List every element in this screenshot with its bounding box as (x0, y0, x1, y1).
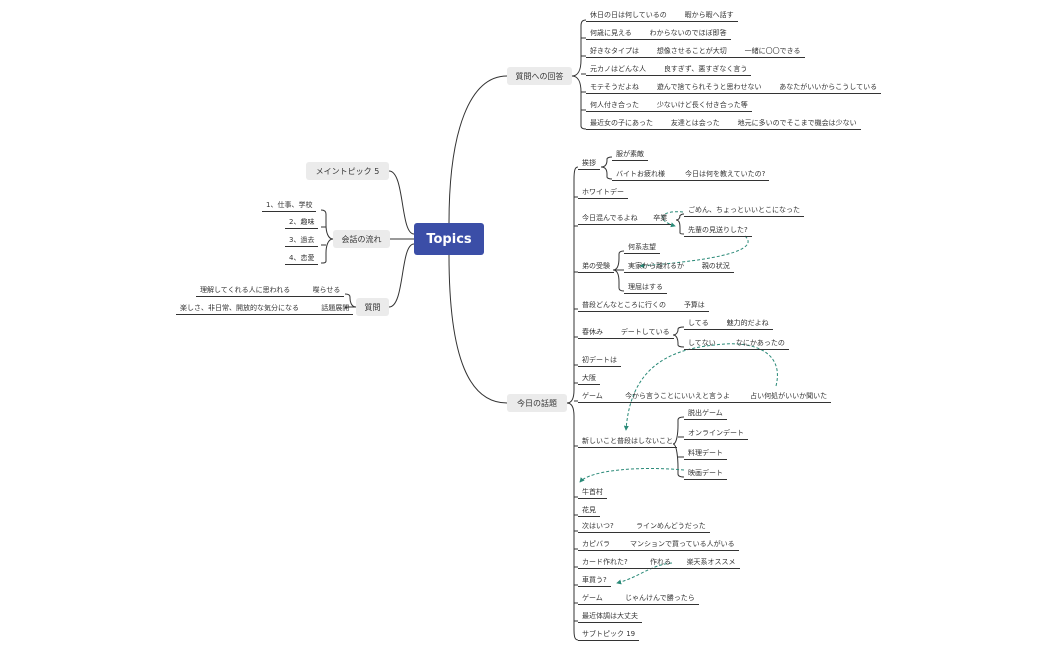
qa-item[interactable]: 休日の日は何しているの 暇から暇へ話す (586, 11, 738, 22)
branch-today[interactable]: 今日の話題 (507, 394, 567, 412)
qa-item[interactable]: 最近女の子にあった 友達とは会った 地元に多いのでそこまで機会は少ない (586, 119, 861, 130)
today-item[interactable]: してない なにかあったの (684, 339, 789, 350)
link-question (388, 243, 415, 308)
today-item[interactable]: してる 魅力的だよね (684, 319, 773, 330)
link-today (448, 254, 508, 404)
today-item[interactable]: 新しいこと普段はしないこと (578, 437, 677, 448)
branch-maintopic[interactable]: メイントピック 5 (306, 162, 389, 180)
today-item[interactable]: バイトお疲れ様 今日は何を教えていたの? (612, 170, 770, 181)
today-item[interactable]: ホワイトデー (578, 188, 628, 199)
today-item[interactable]: 初デートは (578, 356, 621, 367)
today-item[interactable]: ごめん、ちょっといいとこになった (684, 206, 804, 217)
branch-qa[interactable]: 質問への回答 (507, 67, 572, 85)
today-item[interactable]: 次はいつ? ラインめんどうだった (578, 522, 710, 533)
today-item[interactable]: 弟の受験 (578, 262, 614, 273)
link-qa (448, 75, 508, 224)
today-item-subtopic[interactable]: サブトピック 19 (578, 630, 640, 641)
today-item[interactable]: 普段どんなところに行くの 予算は (578, 301, 709, 312)
today-item[interactable]: 車買う? (578, 576, 611, 587)
qa-item[interactable]: モテそうだよね 遊んで捨てられそうと思わせない あなたがいいからこうしている (586, 83, 882, 94)
today-item[interactable]: 今日混んでるよね 卒業 (578, 214, 672, 225)
qa-item[interactable]: 元カノはどんな人 良すぎず、悪すぎなく言う (586, 65, 752, 76)
today-item[interactable]: 脱出ゲーム (684, 409, 727, 420)
link-maintopic (388, 170, 415, 235)
relation-eiga (579, 468, 685, 483)
question-item[interactable]: 楽しさ、非日常、開放的な気分になる 話題展開 (176, 304, 354, 315)
today-item[interactable]: オンラインデート (684, 429, 748, 440)
branch-question[interactable]: 質問 (356, 298, 389, 316)
today-item[interactable]: カピバラ マンションで買っている人がいる (578, 540, 739, 551)
today-item[interactable]: ゲーム 今から言うことにいいえと言うよ 占い何処がいいか聞いた (578, 392, 832, 403)
today-item-aisatsu[interactable]: 挨拶 (578, 159, 600, 170)
qa-item[interactable]: 何歳に見える わからないのでほぼ即答 (586, 29, 731, 40)
today-item[interactable]: 春休み デートしている (578, 328, 674, 339)
today-item[interactable]: 実家から離れるか 親の状況 (624, 262, 734, 273)
today-item[interactable]: 牛首村 (578, 488, 607, 499)
today-item[interactable]: 大阪 (578, 374, 600, 385)
today-item[interactable]: 花見 (578, 506, 600, 517)
today-item[interactable]: 何系志望 (624, 243, 660, 254)
relation-sotsugyou (662, 211, 684, 228)
today-item[interactable]: 料理デート (684, 449, 727, 460)
flow-item[interactable]: 1、仕事、学校 (262, 201, 317, 212)
today-item[interactable]: 最近体調は大丈夫 (578, 612, 642, 623)
qa-item[interactable]: 何人付き合った 少ないけど長く付き合った等 (586, 101, 752, 112)
qa-item[interactable]: 好きなタイプは 想像させることが大切 一緒に〇〇できる (586, 47, 805, 58)
branch-flow[interactable]: 会話の流れ (333, 230, 390, 248)
relation-nanika (623, 343, 778, 431)
relation-tsukure (616, 562, 673, 585)
today-item[interactable]: 服が素敵 (612, 150, 648, 161)
today-item[interactable]: カード作れた? 作れる 楽天系オススメ (578, 558, 740, 569)
today-item[interactable]: 映画デート (684, 469, 727, 480)
today-item[interactable]: ゲーム じゃんけんで勝ったら (578, 594, 699, 605)
relation-senpai (639, 235, 749, 269)
flow-item[interactable]: 2、趣味 (285, 218, 319, 229)
flow-item[interactable]: 4、恋愛 (285, 254, 319, 265)
question-item[interactable]: 理解してくれる人に思われる 喋らせる (196, 286, 345, 297)
flow-item[interactable]: 3、過去 (285, 236, 319, 247)
today-item[interactable]: 理屈はする (624, 283, 667, 294)
today-item[interactable]: 先輩の見送りした? (684, 226, 752, 237)
central-topic[interactable]: Topics (414, 223, 484, 255)
